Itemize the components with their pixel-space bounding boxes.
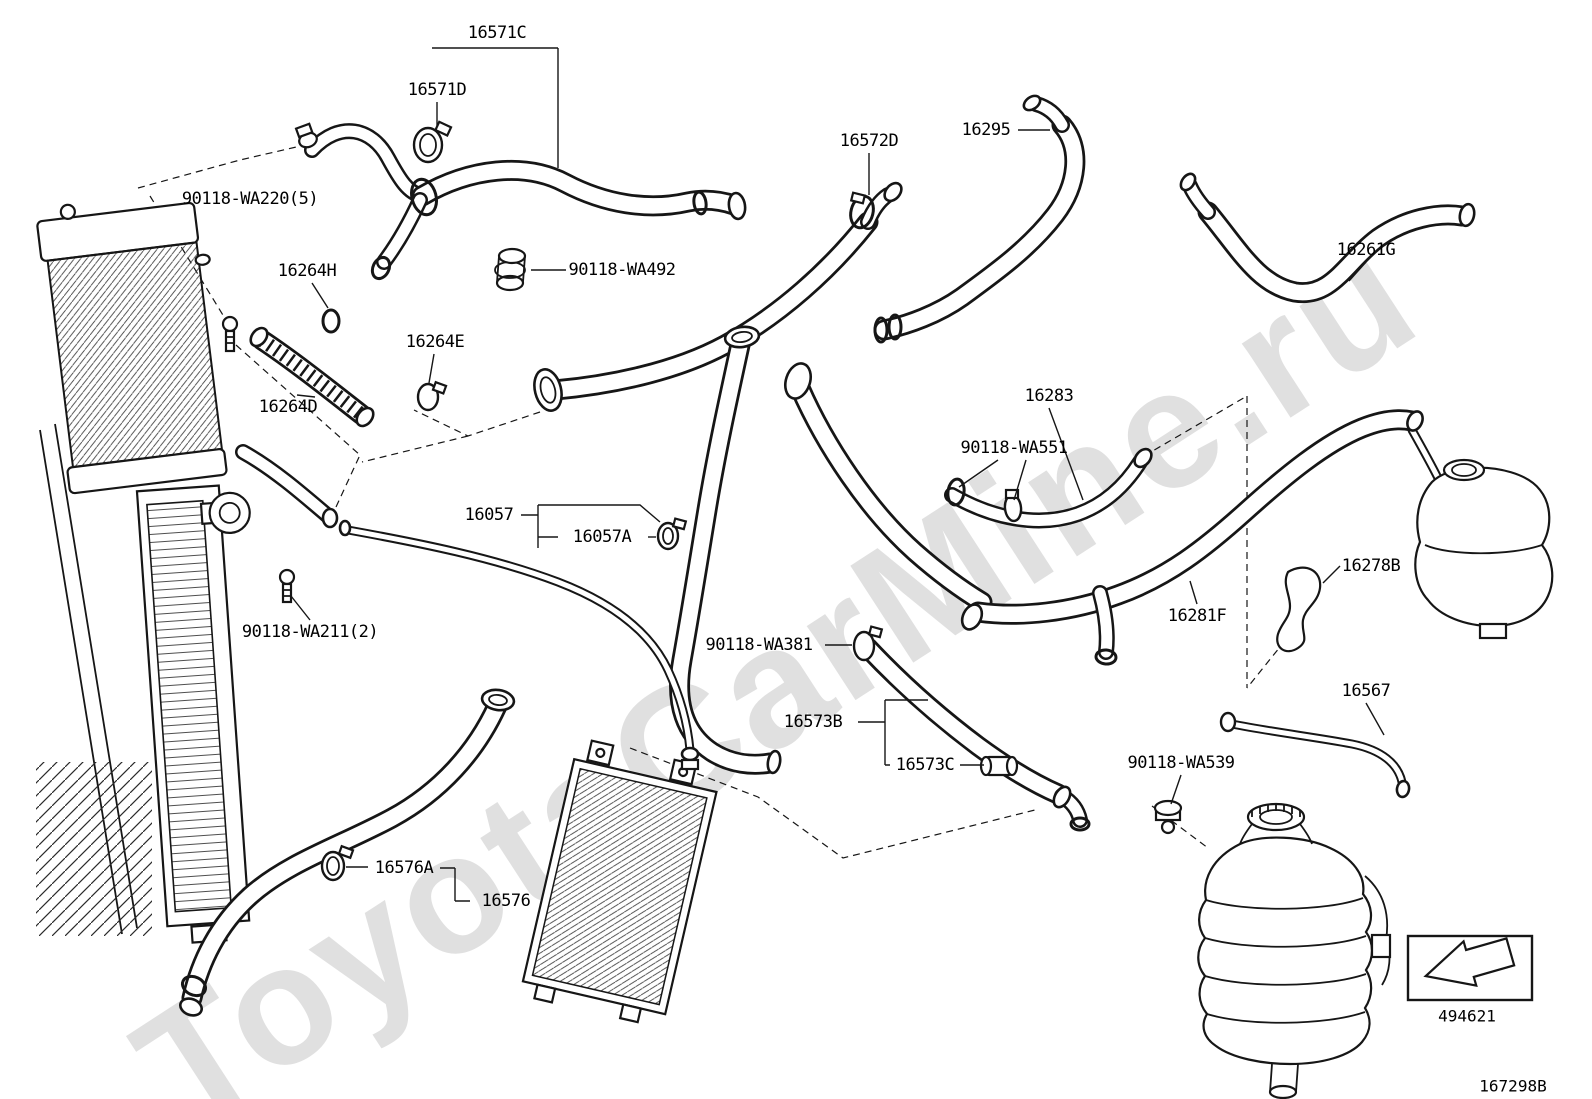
hose-radiator-outlet bbox=[235, 444, 339, 529]
part-label-16573C[interactable]: 16573C bbox=[895, 755, 955, 775]
sensor-90118-WA539 bbox=[1153, 799, 1183, 835]
reserve-tank-lower bbox=[1197, 802, 1392, 1099]
part-label-90118-WA492[interactable]: 90118-WA492 bbox=[568, 260, 676, 280]
arrow-box-code: 494621 bbox=[1438, 1006, 1496, 1026]
hose-16567 bbox=[1219, 711, 1411, 799]
cap-90118-WA492 bbox=[494, 247, 527, 292]
part-label-16281F[interactable]: 16281F bbox=[1167, 606, 1227, 626]
part-label-16261G[interactable]: 16261G bbox=[1336, 240, 1396, 260]
reserve-tank-upper bbox=[1407, 425, 1554, 640]
oring-16264H bbox=[321, 308, 341, 334]
part-label-16283[interactable]: 16283 bbox=[1024, 386, 1074, 406]
connector-16573C bbox=[979, 755, 1019, 777]
part-label-90118-WA220-5[interactable]: 90118-WA220(5) bbox=[181, 189, 319, 209]
part-label-90118-WA381[interactable]: 90118-WA381 bbox=[705, 635, 813, 655]
hose-16576 bbox=[179, 688, 516, 1017]
part-label-90118-WA211-2[interactable]: 90118-WA211(2) bbox=[241, 622, 379, 642]
part-label-16264E[interactable]: 16264E bbox=[405, 332, 465, 352]
part-label-16573B[interactable]: 16573B bbox=[783, 712, 843, 732]
hose-16295 bbox=[873, 94, 1086, 344]
part-label-16576[interactable]: 16576 bbox=[481, 891, 531, 911]
hose-16572 bbox=[533, 181, 903, 412]
assembly-reference-lines bbox=[137, 144, 1301, 859]
part-label-16278B[interactable]: 16278B bbox=[1341, 556, 1401, 576]
label-leader-lines bbox=[290, 47, 1385, 902]
part-label-16264H[interactable]: 16264H bbox=[277, 261, 337, 281]
radiator bbox=[36, 201, 228, 495]
bolt-90118-WA220 bbox=[221, 315, 239, 353]
aux-radiator bbox=[521, 739, 718, 1024]
hose-16571 bbox=[304, 123, 747, 281]
part-label-16576A[interactable]: 16576A bbox=[374, 858, 434, 878]
hose-center-vertical bbox=[669, 325, 782, 775]
clamp-16264E bbox=[416, 380, 448, 412]
part-label-90118-WA551[interactable]: 90118-WA551 bbox=[960, 438, 1068, 458]
hose-16261 bbox=[1179, 172, 1476, 304]
clamp-16576A bbox=[320, 844, 355, 882]
part-label-16571C[interactable]: 16571C bbox=[467, 23, 527, 43]
part-label-16571D[interactable]: 16571D bbox=[407, 80, 467, 100]
part-label-16567[interactable]: 16567 bbox=[1341, 681, 1391, 701]
clamp-16057A bbox=[656, 517, 688, 551]
hose-16281 bbox=[960, 409, 1424, 666]
bolt-90118-WA211 bbox=[278, 568, 296, 604]
part-label-16295[interactable]: 16295 bbox=[961, 120, 1011, 140]
fan-shroud-hatch bbox=[36, 762, 152, 936]
pipe-16057 bbox=[338, 519, 700, 771]
hose-16573 bbox=[857, 637, 1091, 832]
direction-arrow-box bbox=[1406, 934, 1534, 1002]
part-label-16057[interactable]: 16057 bbox=[464, 505, 514, 525]
part-label-90118-WA539[interactable]: 90118-WA539 bbox=[1127, 753, 1235, 773]
radiator-connector bbox=[294, 122, 318, 149]
part-label-16057A[interactable]: 16057A bbox=[572, 527, 632, 547]
clamp-16572D-tab bbox=[849, 191, 867, 205]
clamp-90118-WA381 bbox=[852, 625, 884, 662]
part-label-16264D[interactable]: 16264D bbox=[258, 397, 318, 417]
part-label-16572D[interactable]: 16572D bbox=[839, 131, 899, 151]
pipe-16264D bbox=[249, 326, 375, 428]
diagram-code: 167298B bbox=[1479, 1076, 1547, 1096]
hose-16283 bbox=[784, 362, 1153, 613]
bracket-16278B bbox=[1276, 566, 1322, 653]
